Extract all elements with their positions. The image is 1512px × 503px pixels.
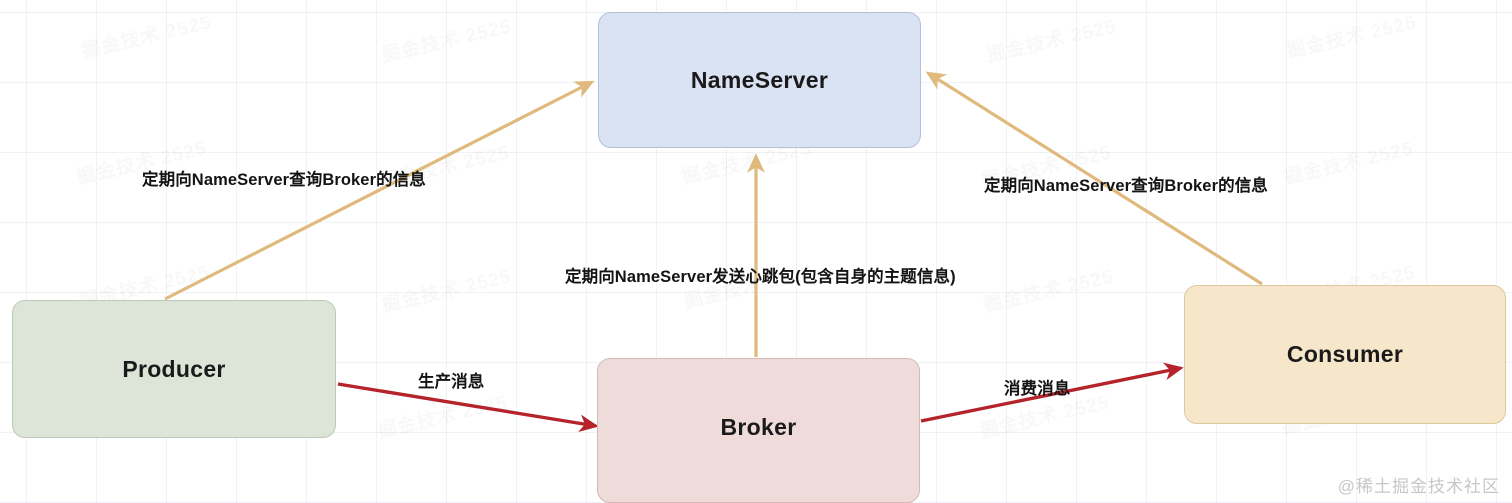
node-producer[interactable]: Producer <box>12 300 336 438</box>
edge-broker-to-consumer <box>920 362 1184 423</box>
edge-label-producer-to-broker: 生产消息 <box>418 373 485 391</box>
node-broker[interactable]: Broker <box>597 358 920 503</box>
node-consumer[interactable]: Consumer <box>1184 285 1506 424</box>
node-nameserver[interactable]: NameServer <box>598 12 921 148</box>
edge-consumer-to-nameserver <box>925 71 1263 286</box>
edge-producer-to-broker <box>337 382 599 433</box>
node-consumer-label: Consumer <box>1286 341 1404 367</box>
node-producer-label: Producer <box>122 355 226 382</box>
edge-label-consumer-to-nameserver: 定期向NameServer查询Broker的信息 <box>984 177 1268 195</box>
edge-producer-to-nameserver <box>164 80 595 301</box>
edge-label-broker-to-nameserver: 定期向NameServer发送心跳包(包含自身的主题信息) <box>565 268 956 286</box>
edge-label-broker-to-consumer: 消费消息 <box>1004 380 1071 398</box>
node-broker-label: Broker <box>720 414 797 440</box>
site-watermark: @稀土掘金技术社区 <box>1337 477 1500 496</box>
edge-label-producer-to-nameserver: 定期向NameServer查询Broker的信息 <box>142 171 426 189</box>
node-nameserver-label: NameServer <box>690 66 829 93</box>
